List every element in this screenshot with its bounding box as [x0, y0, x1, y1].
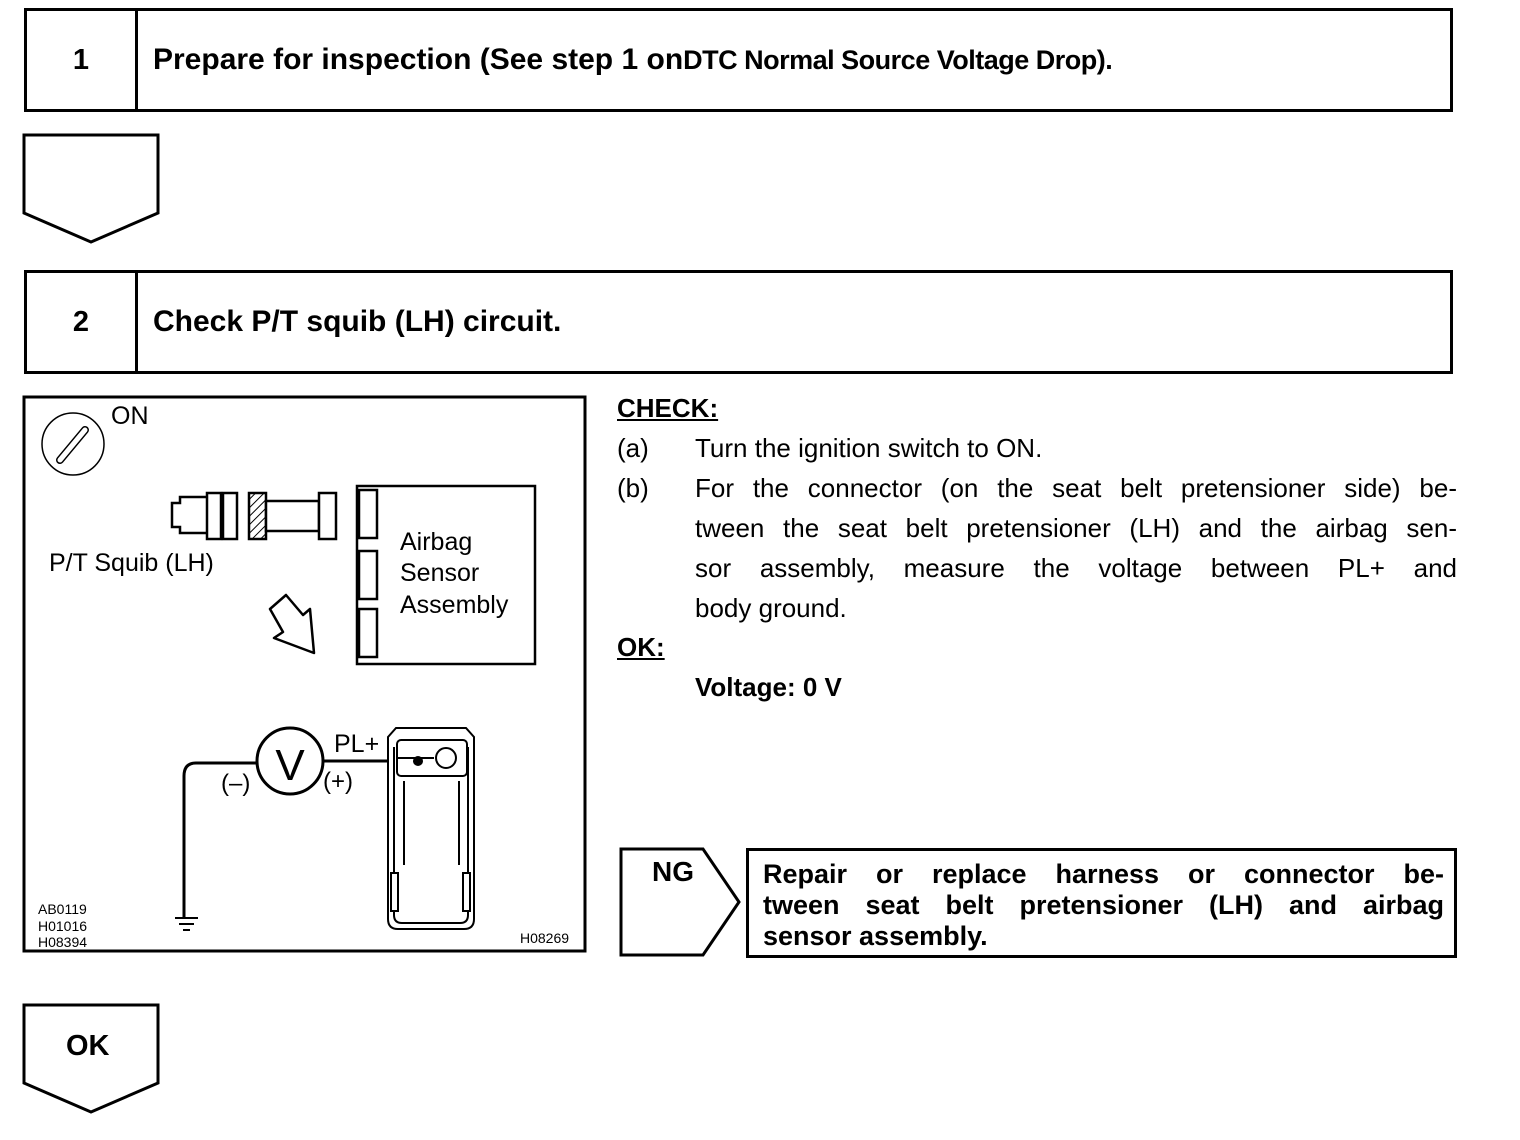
airbag-sensor-assembly — [355, 484, 537, 666]
ground-wire — [182, 761, 259, 917]
ng-action-line-2: tween seat belt pretensioner (LH) and ai… — [763, 890, 1444, 920]
ground-symbol-icon — [175, 917, 198, 931]
squib-connector-icon — [170, 491, 239, 541]
step-2-number: 2 — [27, 273, 138, 371]
step-2-header: 2 Check P/T squib (LH) circuit. — [24, 270, 1453, 374]
step-1-title: Prepare for inspection (See step 1 on DT… — [153, 11, 1113, 109]
ng-action-line-1: Repair or replace harness or connector b… — [763, 859, 1444, 889]
step-2-title: Check P/T squib (LH) circuit. — [153, 305, 562, 338]
figure-code-3: H08394 — [38, 934, 87, 950]
ok-heading: OK: — [617, 632, 665, 662]
squib-label: P/T Squib (LH) — [49, 549, 214, 577]
check-b-line-4: body ground. — [695, 593, 847, 623]
ng-label: NG — [652, 856, 694, 887]
figure-code-1: AB0119 — [38, 901, 87, 917]
flow-arrow-down-1 — [22, 133, 160, 244]
voltmeter-icon: V — [255, 726, 325, 796]
check-b-line-3: sor assembly, measure the voltage betwee… — [695, 553, 1457, 583]
pretensioner-connector-icon — [387, 727, 475, 930]
ignition-switch-icon — [41, 412, 105, 476]
check-b-marker: (b) — [617, 473, 649, 503]
probe-point-icon — [413, 756, 423, 766]
inspection-figure: ON P/T Squib (LH) Airbag Sensor Assembly — [22, 395, 587, 953]
step-1-title-dtc-ref: DTC Normal Source Voltage Drop). — [683, 44, 1113, 75]
terminal-label-pl-plus: PL+ — [334, 730, 379, 758]
check-b-line-1: For the connector (on the seat belt pret… — [695, 473, 1457, 503]
step-1-header: 1 Prepare for inspection (See step 1 on … — [24, 8, 1453, 112]
ok-arrow-down — [22, 1003, 160, 1114]
ng-action-line-3: sensor assembly. — [763, 921, 988, 951]
check-a-text: Turn the ignition switch to ON. — [695, 433, 1043, 463]
step-1-title-main: Prepare for inspection (See step 1 on — [153, 43, 684, 76]
figure-frame — [22, 395, 587, 953]
step-1-number: 1 — [27, 11, 138, 109]
sensor-connector-icon — [247, 491, 338, 541]
figure-code-2: H01016 — [38, 918, 87, 934]
check-b-line-2: tween the seat belt pretensioner (LH) an… — [695, 513, 1457, 543]
ng-action-box: Repair or replace harness or connector b… — [746, 848, 1457, 958]
ok-arrow-label: OK — [66, 1030, 110, 1062]
ok-spec: Voltage: 0 V — [695, 672, 842, 702]
hollow-arrow-icon — [268, 593, 316, 655]
figure-code-right: H08269 — [520, 930, 569, 946]
ng-arrow — [619, 847, 741, 957]
ignition-on-label: ON — [111, 402, 149, 430]
sensor-label-line-3: Assembly — [400, 591, 509, 619]
positive-probe-label: (+) — [323, 768, 353, 795]
check-heading: CHECK: — [617, 393, 719, 423]
sensor-label-line-2: Sensor — [400, 559, 479, 587]
check-a-marker: (a) — [617, 433, 649, 463]
negative-probe-label: (–) — [221, 770, 250, 797]
voltmeter-symbol: V — [275, 741, 305, 790]
sensor-label-line-1: Airbag — [400, 528, 472, 556]
